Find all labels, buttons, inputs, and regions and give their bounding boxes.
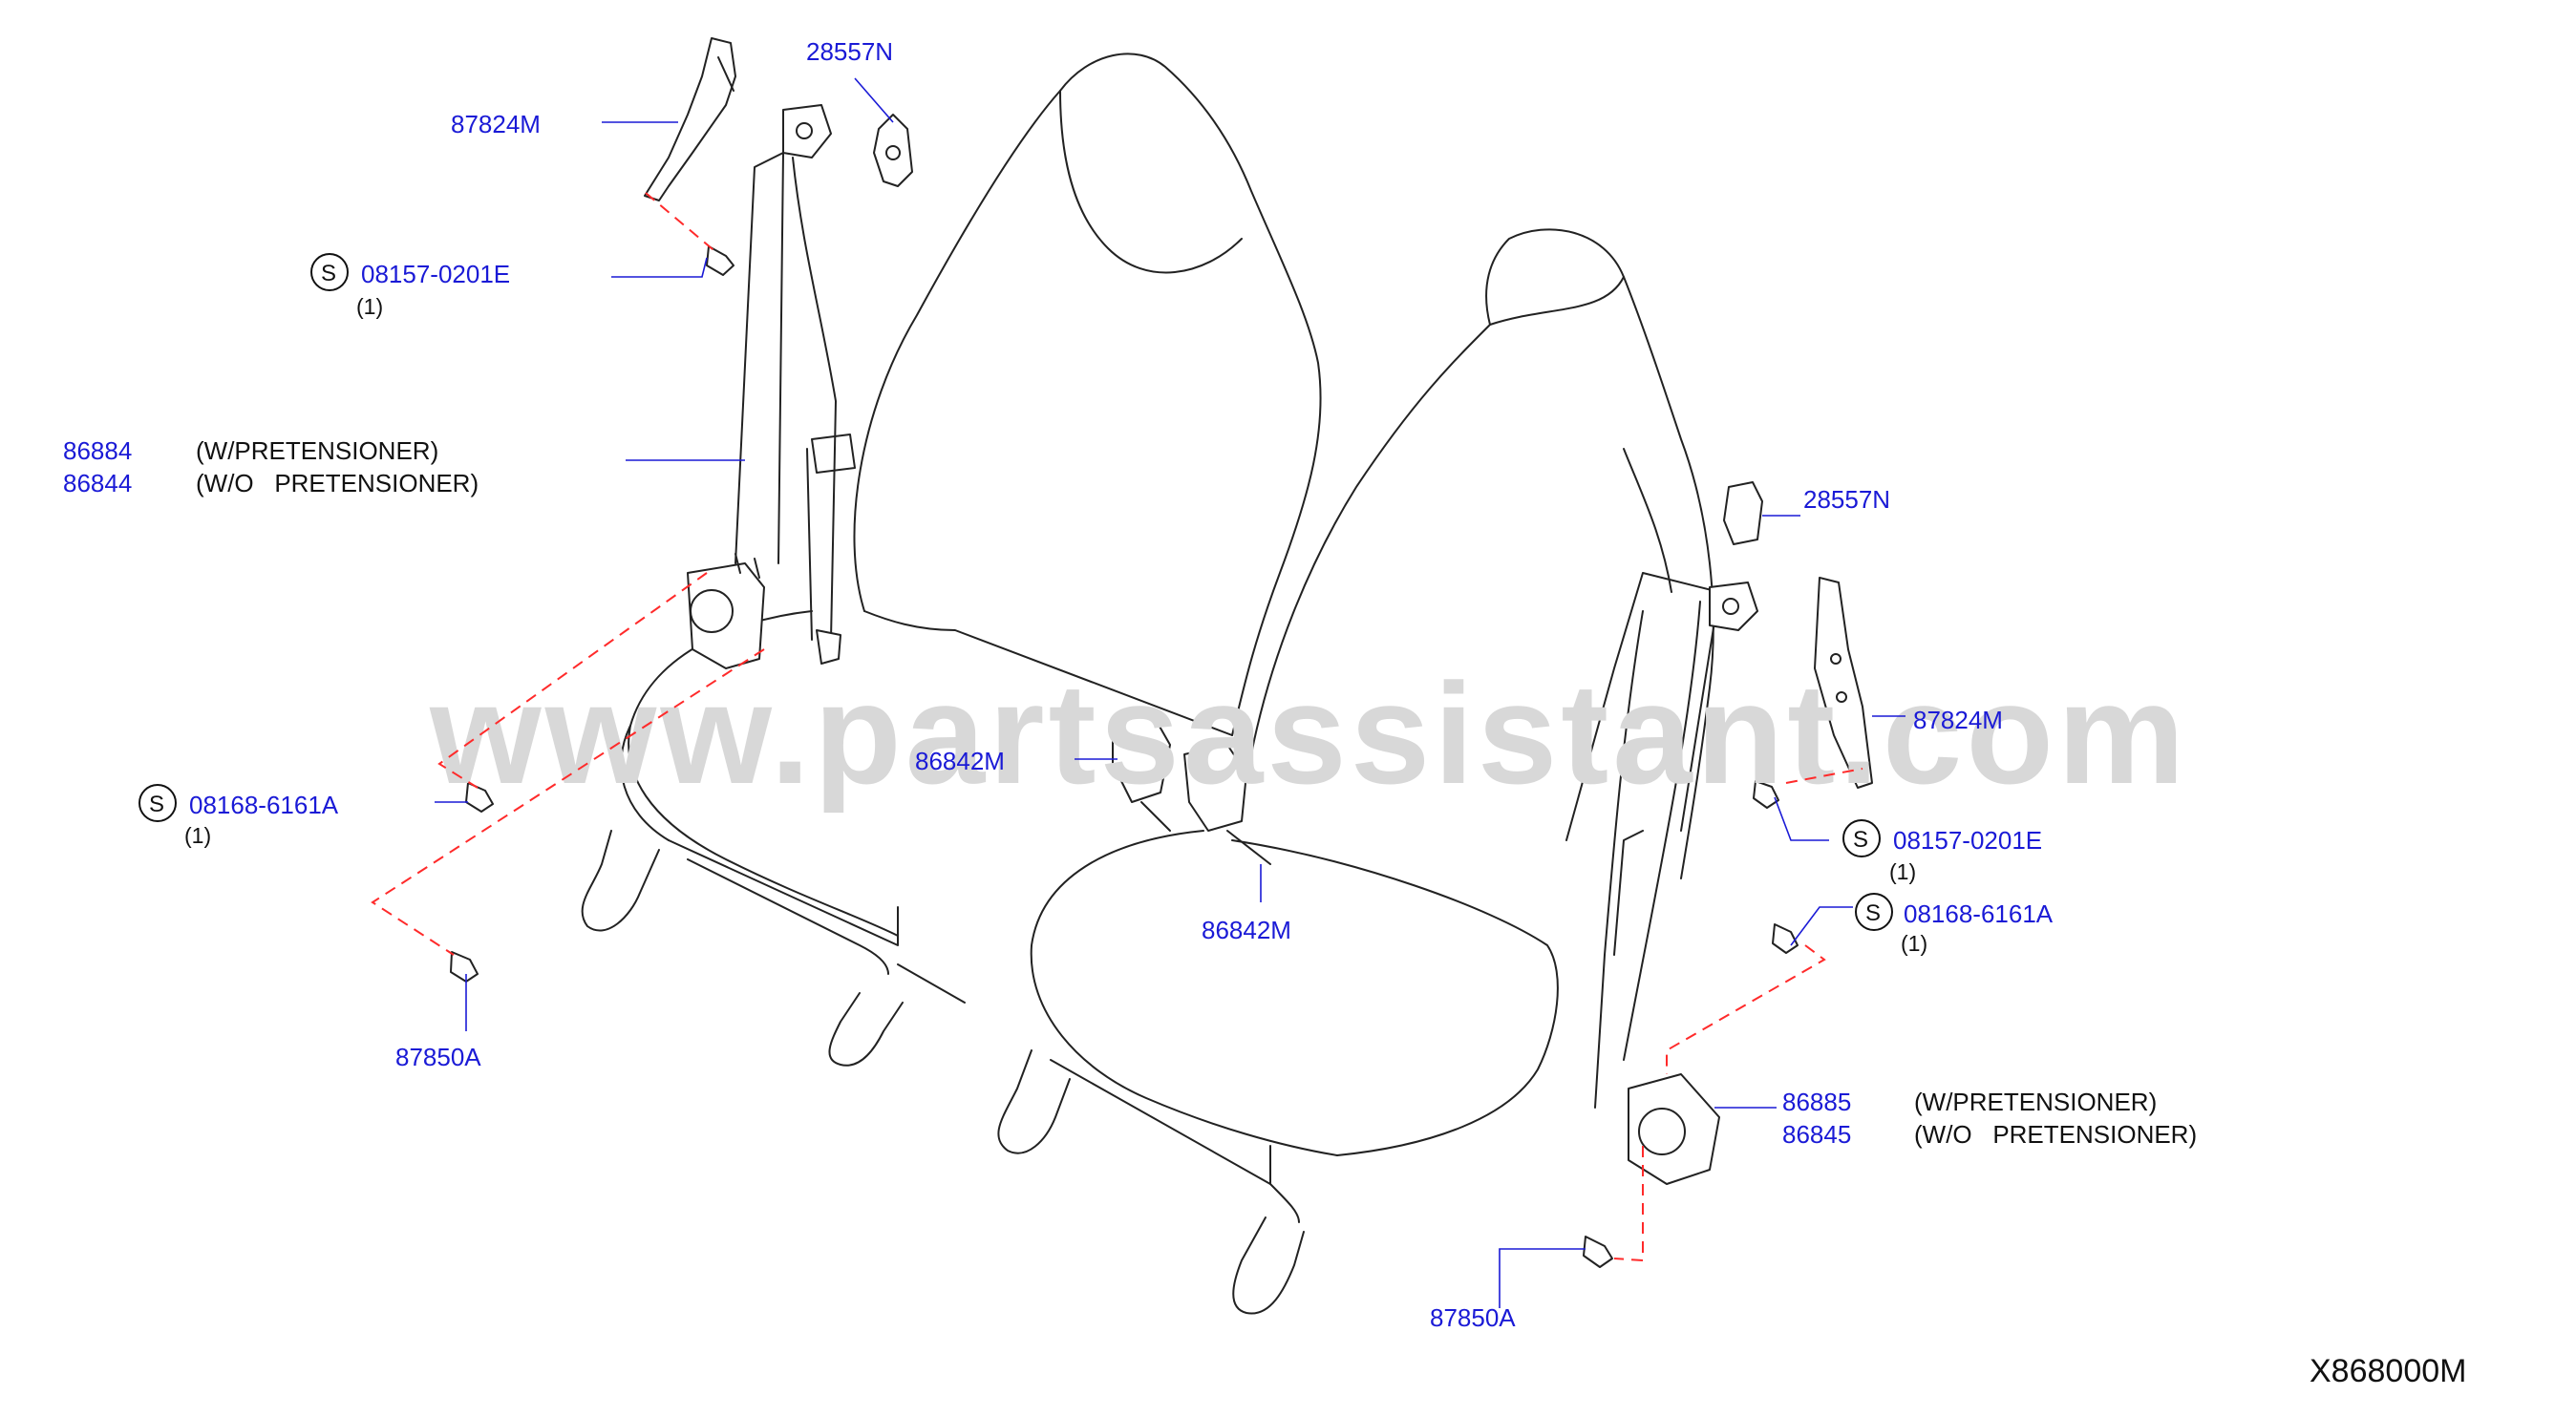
callout-28557N-right[interactable]: 28557N (1803, 485, 1890, 514)
callout-28557N-left[interactable]: 28557N (806, 37, 893, 66)
right-seat-drawing (997, 228, 1873, 1315)
part-number[interactable]: 87850A (395, 1043, 481, 1071)
s-mark-letter: S (321, 261, 336, 286)
part-number[interactable]: 28557N (1803, 485, 1890, 514)
standard-part-s-mark (1842, 819, 1881, 857)
callout-86844[interactable]: 86844 (W/O PRETENSIONER) (63, 469, 479, 497)
callout-86885[interactable]: 86885 (W/PRETENSIONER) (1782, 1088, 2157, 1116)
left-seat-drawing (450, 37, 1322, 1067)
variant-note: (W/O PRETENSIONER) (1914, 1120, 2197, 1149)
quantity: (1) (356, 294, 383, 319)
part-number[interactable]: 86842M (1202, 916, 1291, 944)
variant-note: (W/O PRETENSIONER) (196, 469, 479, 497)
quantity: (1) (1901, 931, 1927, 956)
part-number[interactable]: 08168-6161A (1904, 899, 2054, 928)
part-number[interactable]: 08157-0201E (361, 260, 510, 288)
callout-08157-0201E-left[interactable]: S 08157-0201E (1) (310, 253, 510, 319)
callout-86845[interactable]: 86845 (W/O PRETENSIONER) (1782, 1120, 2197, 1149)
part-number[interactable]: 87850A (1430, 1303, 1516, 1332)
standard-part-s-mark (138, 784, 177, 822)
callout-86842M-upper[interactable]: 86842M (915, 747, 1005, 775)
s-mark-letter: S (149, 792, 164, 817)
part-number[interactable]: 87824M (451, 110, 541, 138)
callout-86842M-lower[interactable]: 86842M (1202, 916, 1291, 944)
part-number[interactable]: 87824M (1913, 706, 2003, 734)
part-number[interactable]: 86845 (1782, 1120, 1851, 1149)
variant-note: (W/PRETENSIONER) (196, 436, 438, 465)
callout-87850A-right[interactable]: 87850A (1430, 1303, 1516, 1332)
variant-note: (W/PRETENSIONER) (1914, 1088, 2157, 1116)
s-mark-letter: S (1865, 900, 1881, 926)
callout-87850A-left[interactable]: 87850A (395, 1043, 481, 1071)
part-number[interactable]: 08157-0201E (1893, 826, 2042, 855)
callout-87824M-left[interactable]: 87824M (451, 110, 541, 138)
assembly-dashed-lines (371, 192, 1863, 1262)
quantity: (1) (1889, 859, 1916, 884)
standard-part-s-mark (1855, 893, 1893, 931)
quantity: (1) (184, 823, 211, 848)
standard-part-s-mark (310, 253, 349, 291)
diagram-code: X868000M (2310, 1353, 2466, 1389)
callout-08168-6161A-left[interactable]: S 08168-6161A (1) (138, 784, 339, 848)
callout-86884[interactable]: 86884 (W/PRETENSIONER) (63, 436, 438, 465)
s-mark-letter: S (1853, 827, 1868, 853)
callout-08168-6161A-right[interactable]: S 08168-6161A (1) (1855, 893, 2054, 956)
part-number[interactable]: 28557N (806, 37, 893, 66)
part-number[interactable]: 86844 (63, 469, 132, 497)
part-number[interactable]: 08168-6161A (189, 791, 339, 819)
leader-lines (435, 77, 1905, 1308)
part-number[interactable]: 86842M (915, 747, 1005, 775)
callout-08157-0201E-right[interactable]: S 08157-0201E (1) (1842, 819, 2042, 884)
part-number[interactable]: 86884 (63, 436, 132, 465)
watermark-text: www.partsassistant.com (429, 653, 2188, 814)
callout-87824M-right[interactable]: 87824M (1913, 706, 2003, 734)
part-number[interactable]: 86885 (1782, 1088, 1851, 1116)
